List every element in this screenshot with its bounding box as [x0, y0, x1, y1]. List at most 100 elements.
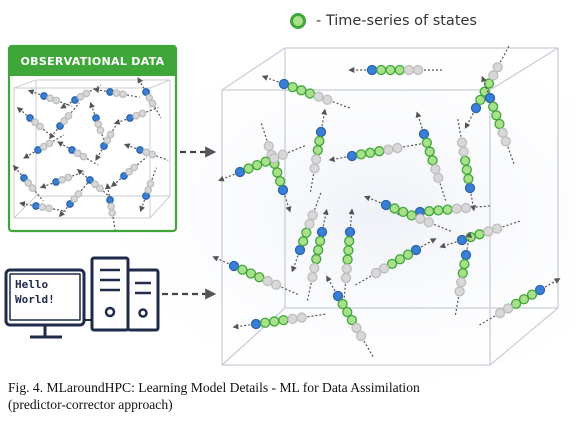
state-bead [483, 226, 494, 237]
direction-arrow [481, 75, 489, 93]
state-bead [304, 218, 315, 230]
state-bead [64, 173, 73, 182]
trail-line [146, 107, 159, 113]
state-bead [144, 185, 153, 194]
state-bead [94, 120, 103, 129]
state-bead [74, 190, 83, 198]
state-bead [45, 204, 53, 213]
direction-arrow [139, 199, 146, 213]
state-bead [315, 126, 327, 138]
state-bead [456, 277, 467, 288]
state-bead [355, 149, 367, 160]
state-bead [259, 317, 271, 328]
state-bead [130, 163, 138, 172]
time-series-chain [481, 75, 515, 164]
caption-line-2: (predictor-corrector approach) [8, 397, 173, 412]
state-bead [52, 178, 60, 186]
state-bead [309, 262, 320, 274]
trail-line [126, 94, 140, 98]
state-bead [92, 114, 100, 122]
state-bead [484, 92, 496, 104]
time-series-chain [355, 238, 437, 286]
state-bead [70, 195, 79, 203]
time-series-chain [12, 164, 44, 202]
direction-arrow [23, 151, 35, 159]
state-bead [451, 203, 462, 214]
state-bead [312, 145, 323, 156]
direction-arrow [284, 195, 292, 213]
time-series-chain [89, 101, 107, 147]
state-bead [464, 182, 476, 194]
time-series-chain [364, 195, 452, 232]
trail-line [499, 45, 510, 63]
state-bead [270, 279, 282, 290]
state-bead [277, 149, 288, 160]
state-bead [346, 314, 357, 326]
direction-arrow [19, 201, 33, 208]
state-bead [146, 179, 155, 188]
state-bead [463, 173, 474, 185]
time-series-chain [456, 118, 477, 212]
state-bead [142, 192, 150, 200]
trail-line [260, 123, 268, 141]
state-bead [337, 298, 348, 310]
state-bead [342, 254, 353, 265]
direction-arrow [60, 101, 72, 109]
state-bead [389, 203, 400, 214]
state-bead [491, 110, 502, 121]
direction-arrow [12, 164, 22, 176]
trail-line [112, 119, 120, 132]
state-bead [433, 172, 444, 184]
direction-arrow [48, 128, 58, 140]
time-series-chain [93, 87, 140, 99]
state-bead [66, 200, 74, 208]
state-bead [402, 249, 414, 260]
state-bead [459, 258, 470, 270]
direction-arrow [93, 87, 107, 94]
time-series-chain [76, 168, 114, 200]
state-bead [474, 229, 485, 240]
state-bead [458, 146, 469, 157]
state-bead [370, 267, 382, 279]
state-bead [383, 144, 394, 155]
state-bead [494, 118, 505, 130]
state-bead [148, 150, 157, 159]
trail-line [454, 296, 460, 315]
time-series-chain [454, 231, 473, 315]
state-bead [457, 268, 468, 279]
trail-line [112, 216, 116, 230]
state-bead [403, 64, 415, 76]
legend: - Time-series of states [290, 9, 477, 33]
state-bead [79, 152, 88, 161]
state-bead [148, 99, 157, 108]
direction-arrow [58, 206, 68, 218]
direction-arrow [464, 112, 474, 129]
direction-arrow [212, 256, 229, 265]
direction-arrow [89, 101, 96, 115]
time-series-chain [306, 208, 329, 301]
state-bead [365, 147, 376, 158]
screen-line-1: Hello [15, 278, 49, 291]
state-bead [142, 148, 151, 157]
state-bead [423, 217, 434, 228]
state-bead [287, 313, 298, 325]
trail-line [471, 205, 490, 209]
state-bead [263, 140, 274, 152]
state-bead [86, 176, 94, 184]
time-series-chain [261, 75, 350, 109]
state-bead [38, 203, 47, 211]
state-bead [68, 146, 76, 154]
state-bead [296, 85, 307, 96]
state-bead [376, 64, 387, 76]
time-series-chain [340, 208, 356, 302]
time-series-chain [95, 119, 120, 161]
state-bead [454, 286, 465, 297]
state-bead [378, 263, 390, 274]
state-bead [502, 303, 514, 314]
trail-line [86, 158, 99, 166]
state-bead [394, 254, 406, 265]
state-bead [313, 244, 324, 256]
trail-line [70, 102, 80, 114]
direction-arrow [57, 141, 69, 149]
